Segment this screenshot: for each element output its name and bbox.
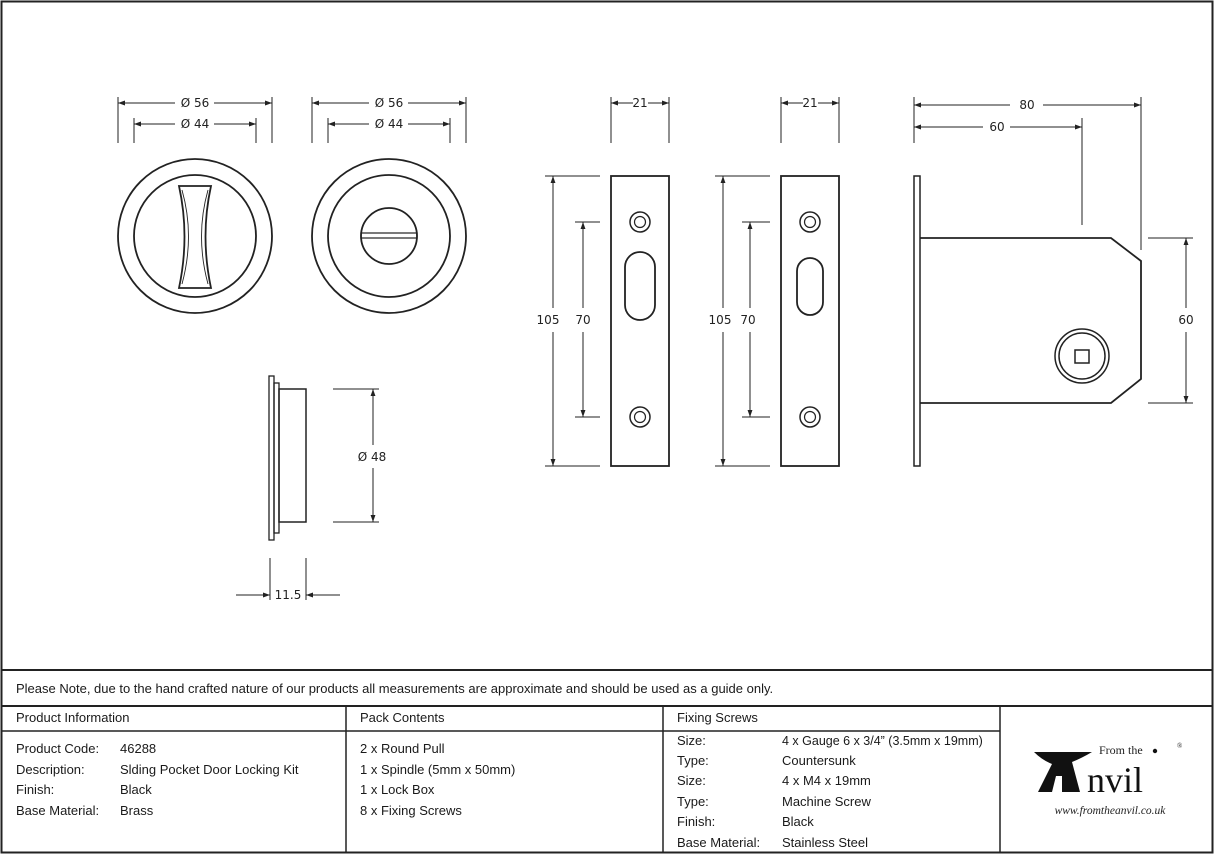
logo-from-the: From the bbox=[1099, 743, 1143, 757]
dim-pull1-outer-diameter: Ø 56 bbox=[181, 96, 210, 110]
dim-faceplate1-height: 105 bbox=[537, 313, 560, 327]
pack-contents-item: 1 x Lock Box bbox=[360, 782, 435, 797]
dim-pull2-inner-diameter: Ø 44 bbox=[375, 117, 404, 131]
dim-pull-side-diameter: Ø 48 bbox=[358, 450, 387, 464]
pack-contents-item: 2 x Round Pull bbox=[360, 741, 445, 756]
product-info-label: Base Material: bbox=[16, 803, 100, 818]
logo-url: www.fromtheanvil.co.uk bbox=[1055, 805, 1167, 817]
product-info-label: Finish: bbox=[16, 782, 55, 797]
fixing-screws-label: Type: bbox=[677, 753, 709, 768]
product-info-value: Brass bbox=[120, 803, 154, 818]
product-info-label: Product Code: bbox=[16, 741, 100, 756]
fixing-screws-label: Type: bbox=[677, 794, 709, 809]
dim-faceplate2-height: 105 bbox=[709, 313, 732, 327]
product-info-value: 46288 bbox=[120, 741, 157, 756]
dim-pull-side-depth: 11.5 bbox=[275, 588, 302, 602]
dim-lockbox-depth: 80 bbox=[1019, 98, 1034, 112]
fixing-screws-label: Base Material: bbox=[677, 835, 761, 850]
product-info-value: Black bbox=[120, 782, 152, 797]
lock-box-view bbox=[913, 97, 1193, 467]
dim-lockbox-height: 60 bbox=[1178, 313, 1193, 327]
logo-registered: ® bbox=[1177, 742, 1183, 750]
fixing-screws-value: Stainless Steel bbox=[782, 835, 868, 850]
dim-faceplate1-hole-spacing: 70 bbox=[575, 313, 590, 327]
dim-pull2-outer-diameter: Ø 56 bbox=[375, 96, 404, 110]
from-the-anvil-logo: From the nvil ® www.fromtheanvil.co.uk bbox=[1034, 742, 1183, 817]
dim-lockbox-backset: 60 bbox=[989, 120, 1004, 134]
disclaimer-note: Please Note, due to the hand crafted nat… bbox=[16, 681, 774, 696]
fixing-screws-value: Countersunk bbox=[782, 753, 856, 768]
logo-nvil: nvil bbox=[1087, 760, 1143, 800]
fixing-screws-value: 4 x Gauge 6 x 3/4” (3.5mm x 19mm) bbox=[782, 734, 983, 748]
dim-faceplate2-width: 21 bbox=[802, 96, 817, 110]
dim-pull1-inner-diameter: Ø 44 bbox=[181, 117, 210, 131]
fixing-screws-label: Size: bbox=[677, 733, 706, 748]
round-pull-thumbturn-view bbox=[117, 97, 273, 314]
fixing-screws-label: Size: bbox=[677, 773, 706, 788]
pack-contents-item: 8 x Fixing Screws bbox=[360, 803, 462, 818]
dim-faceplate1-width: 21 bbox=[632, 96, 647, 110]
product-info-value: Slding Pocket Door Locking Kit bbox=[120, 762, 299, 777]
pack-contents-item: 1 x Spindle (5mm x 50mm) bbox=[360, 762, 516, 777]
round-pull-side-view bbox=[236, 375, 379, 600]
faceplate-2-view bbox=[715, 97, 840, 467]
round-pull-release-view bbox=[311, 97, 467, 314]
product-info-heading: Product Information bbox=[16, 710, 130, 725]
fixing-screws-value: 4 x M4 x 19mm bbox=[782, 773, 871, 788]
anvil-icon bbox=[1034, 752, 1092, 792]
fixing-screws-heading: Fixing Screws bbox=[677, 710, 758, 725]
dim-faceplate2-hole-spacing: 70 bbox=[740, 313, 755, 327]
fixing-screws-value: Machine Screw bbox=[782, 794, 871, 809]
fixing-screws-value: Black bbox=[782, 814, 814, 829]
faceplate-1-view bbox=[545, 97, 670, 467]
product-info-label: Description: bbox=[16, 762, 85, 777]
pack-contents-heading: Pack Contents bbox=[360, 710, 445, 725]
fixing-screws-label: Finish: bbox=[677, 814, 716, 829]
